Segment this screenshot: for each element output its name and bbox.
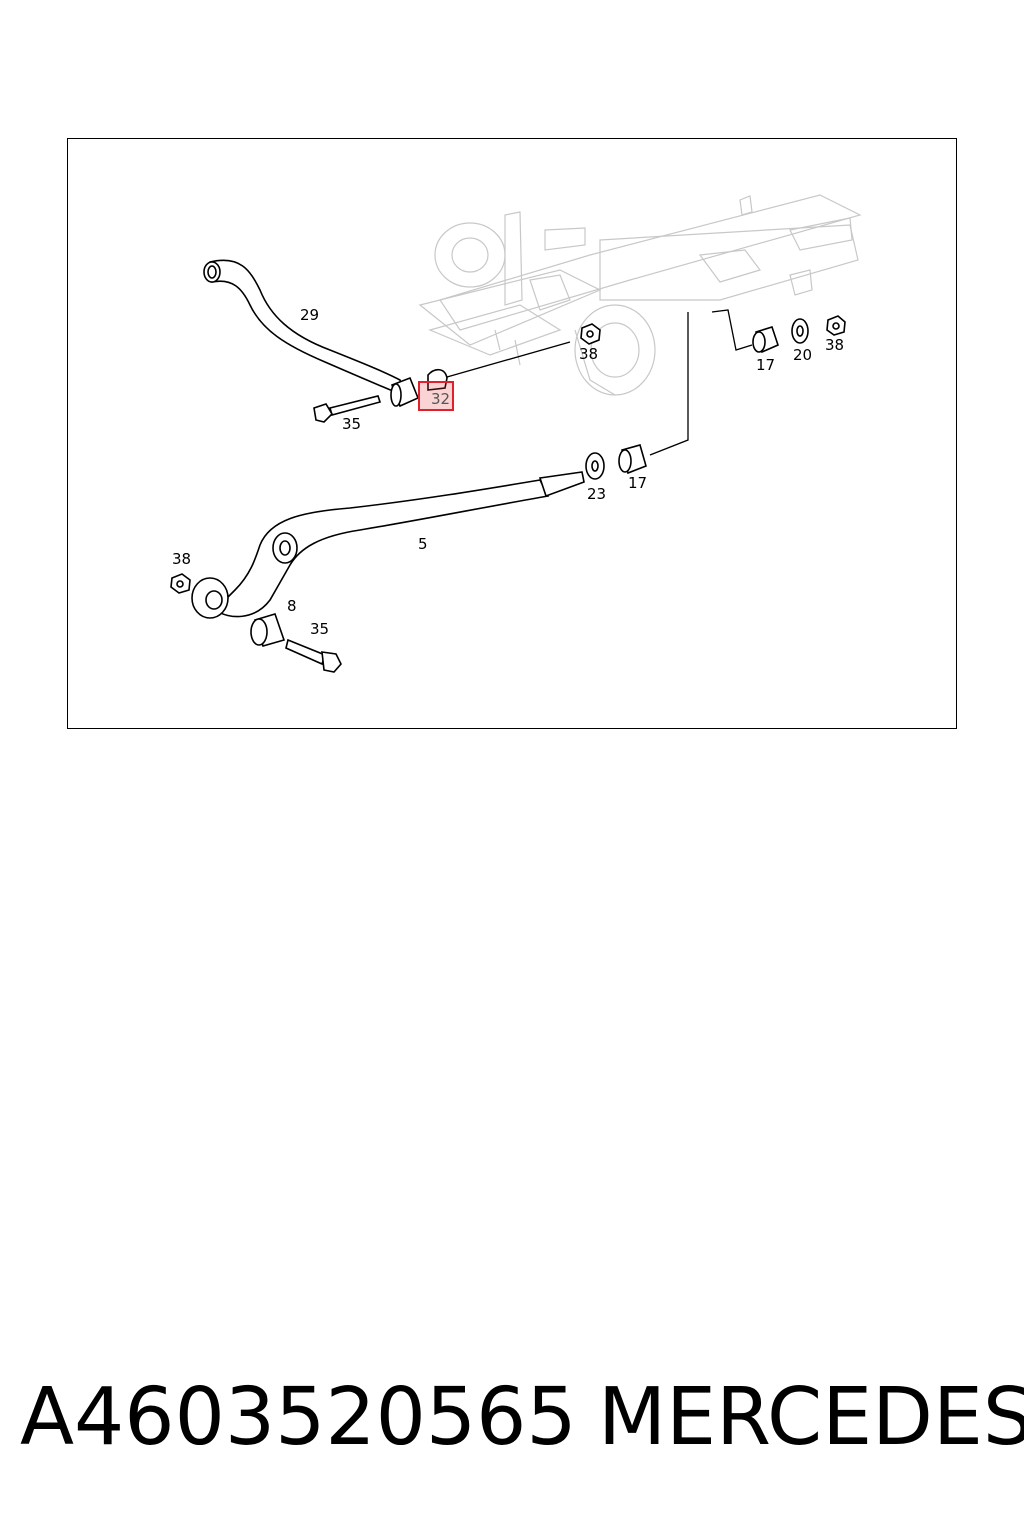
leader-line-right xyxy=(711,309,753,351)
leader-line xyxy=(649,312,689,456)
callout-35-top: 35 xyxy=(342,415,362,433)
diagram-frame xyxy=(67,138,957,729)
callout-17-mid: 17 xyxy=(628,474,648,492)
callout-5: 5 xyxy=(418,535,428,553)
highlight-box xyxy=(418,381,454,411)
callout-23: 23 xyxy=(587,485,607,503)
bushing-32 xyxy=(390,341,571,408)
nut-38-mid xyxy=(580,323,601,345)
bolt-35-bottom xyxy=(285,638,342,673)
part-number: A4603520565 xyxy=(20,1371,577,1463)
brand-name: MERCEDES xyxy=(598,1371,1024,1463)
callout-38-right: 38 xyxy=(825,336,845,354)
callout-17-top: 17 xyxy=(756,356,776,374)
bolt-35-top xyxy=(313,395,382,423)
hardware-top-right xyxy=(752,315,846,354)
callout-29: 29 xyxy=(300,306,320,324)
bushing-8 xyxy=(250,613,286,647)
footer: A4603520565 MERCEDES xyxy=(20,1371,1024,1468)
callout-38-left: 38 xyxy=(172,550,192,568)
callout-20: 20 xyxy=(793,346,813,364)
callout-32[interactable]: 32 xyxy=(431,390,451,408)
parts-diagram xyxy=(170,194,862,673)
stabilizer-bar xyxy=(203,259,407,398)
chassis-ghost xyxy=(418,194,862,396)
callout-35-bottom: 35 xyxy=(310,620,330,638)
radius-arm xyxy=(191,471,585,619)
callout-38-mid: 38 xyxy=(579,345,599,363)
nut-38-left xyxy=(170,573,191,594)
callout-8: 8 xyxy=(287,597,297,615)
hardware-mid-right xyxy=(585,444,647,480)
